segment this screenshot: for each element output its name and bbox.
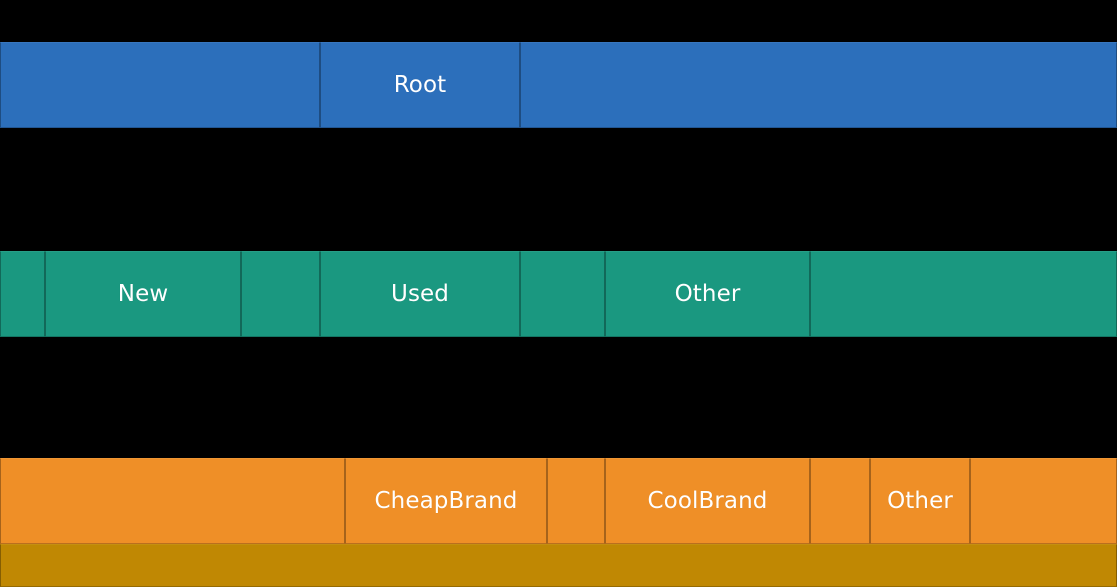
leaf-level (0, 544, 1117, 587)
icicle-node-label: CoolBrand (647, 487, 768, 514)
icicle-node-root[interactable] (520, 42, 1117, 128)
icicle-node-cheapbrand[interactable] (0, 458, 345, 544)
icicle-node-empty[interactable] (0, 544, 1117, 587)
icicle-node-cheapbrand[interactable]: CheapBrand (345, 458, 547, 544)
icicle-node-label: Root (393, 71, 447, 98)
icicle-node-other[interactable] (970, 458, 1117, 544)
icicle-node-used[interactable] (520, 251, 605, 337)
icicle-node-cheapbrand[interactable] (547, 458, 605, 544)
icicle-node-other[interactable] (810, 251, 1117, 337)
root-level: Root (0, 42, 1117, 128)
icicle-node-new[interactable]: New (45, 251, 241, 337)
icicle-node-root[interactable]: Root (320, 42, 520, 128)
icicle-node-other[interactable]: Other (605, 251, 810, 337)
icicle-node-coolbrand[interactable]: CoolBrand (605, 458, 810, 544)
icicle-node-root[interactable] (0, 42, 320, 128)
brand-level: CheapBrand CoolBrand Other (0, 458, 1117, 544)
icicle-node-label: CheapBrand (374, 487, 518, 514)
icicle-node-coolbrand[interactable] (810, 458, 870, 544)
icicle-node-new[interactable] (0, 251, 45, 337)
icicle-node-label: Other (674, 280, 741, 307)
icicle-node-new[interactable] (241, 251, 320, 337)
icicle-node-other[interactable]: Other (870, 458, 970, 544)
icicle-node-label: Used (391, 280, 449, 307)
icicle-node-label: New (117, 280, 169, 307)
icicle-node-label: Other (887, 487, 953, 514)
category-level: New Used Other (0, 251, 1117, 337)
icicle-node-used[interactable]: Used (320, 251, 520, 337)
